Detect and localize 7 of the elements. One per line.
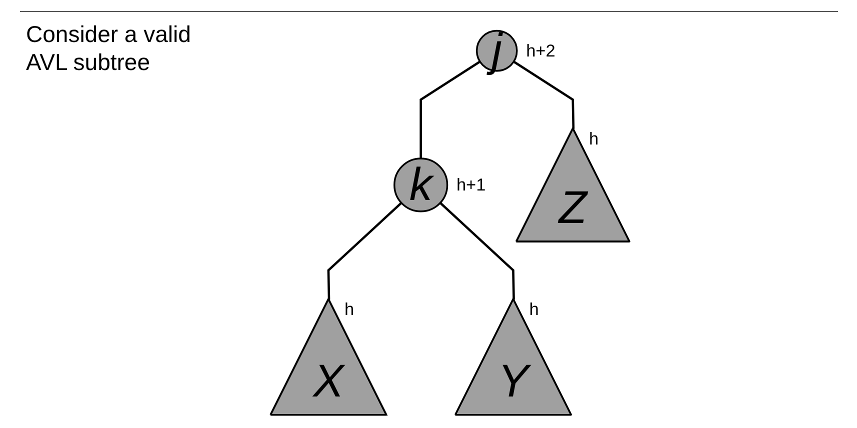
height-label: h xyxy=(588,128,599,148)
height-label: h+2 xyxy=(526,40,556,61)
height-label: h+1 xyxy=(456,174,486,195)
height-label: h xyxy=(529,299,539,320)
tree-node-circle: k xyxy=(394,158,448,212)
note-text: Consider a valid AVL subtree xyxy=(26,20,192,76)
height-label: h xyxy=(344,299,354,320)
